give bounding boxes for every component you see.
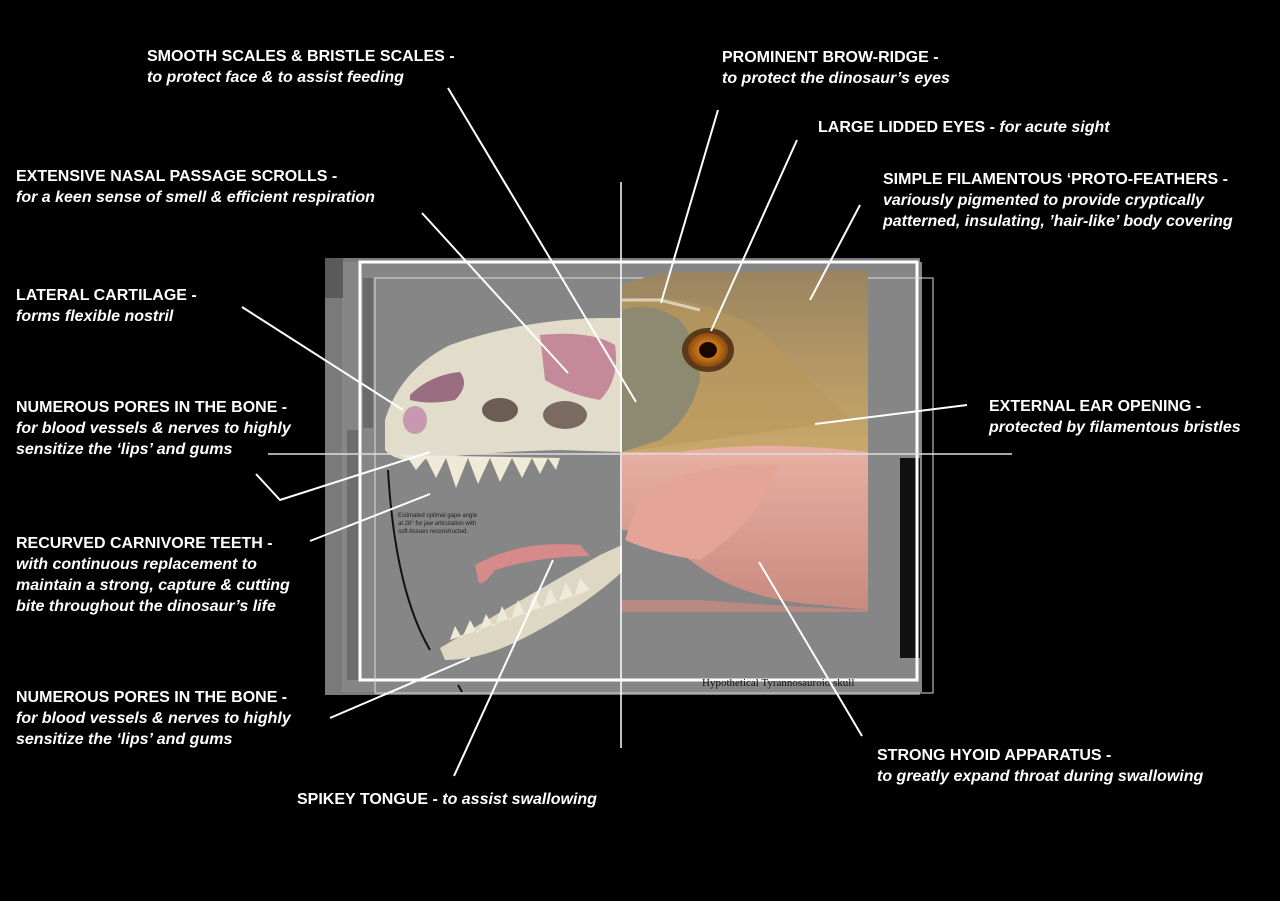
gape-note: Estimated optimal gape angle at 28° for … xyxy=(398,513,478,535)
label-proto-feathers: SIMPLE FILAMENTOUS ‘PROTO-FEATHERS - var… xyxy=(883,171,1233,230)
label-nasal-scrolls: EXTENSIVE NASAL PASSAGE SCROLLS - for a … xyxy=(16,168,375,206)
label-smooth-scales: SMOOTH SCALES & BRISTLE SCALES - to prot… xyxy=(147,48,455,86)
scaled-snout xyxy=(622,306,700,452)
tongue-flesh xyxy=(625,464,780,560)
tongue xyxy=(475,544,590,584)
label-lateral-cartilage: LATERAL CARTILAGE - forms flexible nostr… xyxy=(16,287,197,325)
label-pores-lower: NUMEROUS PORES IN THE BONE - for blood v… xyxy=(16,689,291,748)
skull-caption: Hypothetical Tyrannosauroid skull xyxy=(702,677,855,689)
label-brow-ridge: PROMINENT BROW-RIDGE - to protect the di… xyxy=(722,49,950,87)
label-pores-upper: NUMEROUS PORES IN THE BONE - for blood v… xyxy=(16,399,291,458)
label-lidded-eyes: LARGE LIDDED EYES - for acute sight xyxy=(818,119,1110,136)
label-tongue: SPIKEY TONGUE - to assist swallowing xyxy=(297,791,597,808)
label-ear-opening: EXTERNAL EAR OPENING - protected by fila… xyxy=(989,398,1241,436)
label-hyoid: STRONG HYOID APPARATUS - to greatly expa… xyxy=(877,747,1204,785)
label-teeth: RECURVED CARNIVORE TEETH - with continuo… xyxy=(16,535,290,615)
